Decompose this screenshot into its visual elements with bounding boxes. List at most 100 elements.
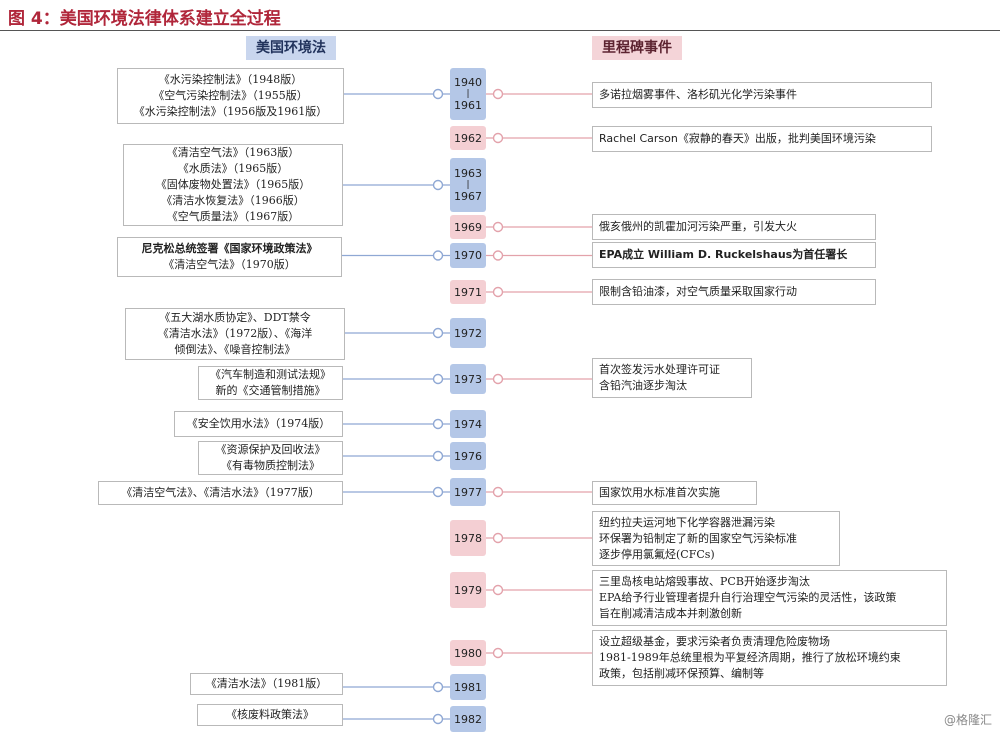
event-box: 限制含铅油漆，对空气质量采取国家行动 bbox=[592, 279, 876, 305]
event-connector-dot bbox=[492, 532, 504, 544]
year-range-separator: | bbox=[466, 89, 470, 99]
event-text-line: 首次签发污水处理许可证 bbox=[599, 363, 720, 376]
year-label-end: 1961 bbox=[454, 99, 482, 112]
timeline-year-1940: 1940|1961 bbox=[450, 68, 486, 120]
law-text-line: 《清洁水恢复法》（1966版） bbox=[161, 194, 305, 207]
event-box: 国家饮用水标准首次实施 bbox=[592, 481, 757, 505]
timeline-year-1981: 1981 bbox=[450, 674, 486, 700]
column-header-milestone-events: 里程碑事件 bbox=[592, 36, 682, 60]
column-header-us-environmental-law: 美国环境法 bbox=[246, 36, 336, 60]
event-text-line: 三里岛核电站熔毁事故、PCB开始逐步淘汰 bbox=[599, 575, 810, 588]
law-box: 《五大湖水质协定》、DDT禁令《清洁水法》（1972版）、《海洋倾倒法》、《噪音… bbox=[125, 308, 345, 360]
law-text-line: 《有毒物质控制法》 bbox=[221, 459, 320, 472]
event-text-line: EPA给予行业管理者提升自行治理空气污染的灵活性，该政策 bbox=[599, 591, 897, 604]
law-text-line: 《水污染控制法》（1948版） bbox=[158, 73, 303, 86]
event-text-line: 1981-1989年总统里根为平复经济周期，推行了放松环境约束 bbox=[599, 651, 901, 664]
year-label: 1980 bbox=[454, 646, 482, 660]
law-box: 《水污染控制法》（1948版）《空气污染控制法》（1955版）《水污染控制法》（… bbox=[117, 68, 344, 124]
event-text-line: 纽约拉夫运河地下化学容器泄漏污染 bbox=[599, 515, 775, 529]
event-box: EPA成立 William D. Ruckelshaus为首任署长 bbox=[592, 242, 876, 268]
event-text-line: 限制含铅油漆，对空气质量采取国家行动 bbox=[599, 285, 797, 298]
law-connector-dot bbox=[432, 681, 444, 693]
law-box: 《核废料政策法》 bbox=[197, 704, 343, 726]
event-text-line: 旨在削减清洁成本并刺激创新 bbox=[599, 607, 742, 620]
year-label: 1971 bbox=[454, 285, 482, 299]
year-label: 1970 bbox=[454, 249, 482, 262]
event-text-line: 俄亥俄州的凯霍加河污染严重，引发大火 bbox=[599, 220, 797, 233]
timeline-year-1972: 1972 bbox=[450, 318, 486, 348]
law-connector-dot bbox=[432, 250, 444, 261]
timeline-year-1969: 1969 bbox=[450, 215, 486, 239]
law-text-line: 《清洁空气法》、《清洁水法》（1977版） bbox=[121, 486, 320, 499]
timeline-year-1979: 1979 bbox=[450, 572, 486, 608]
law-box: 《安全饮用水法》（1974版） bbox=[174, 411, 343, 437]
year-label: 1979 bbox=[454, 583, 482, 597]
law-text-line: 《空气污染控制法》（1955版） bbox=[153, 89, 308, 102]
event-text-line: 国家饮用水标准首次实施 bbox=[599, 486, 720, 499]
year-label: 1940 bbox=[454, 76, 482, 89]
event-connector-dot bbox=[492, 486, 504, 498]
timeline-year-1971: 1971 bbox=[450, 280, 486, 304]
year-label: 1963 bbox=[454, 167, 482, 180]
figure-title: 图 4：美国环境法律体系建立全过程 bbox=[8, 9, 281, 29]
law-box: 《汽车制造和测试法规》新的《交通管制措施》 bbox=[198, 366, 343, 400]
year-label: 1962 bbox=[454, 131, 482, 145]
timeline-year-1976: 1976 bbox=[450, 442, 486, 470]
event-text-line: 含铅汽油逐步淘汰 bbox=[599, 379, 687, 392]
timeline-year-1982: 1982 bbox=[450, 706, 486, 732]
event-box: 首次签发污水处理许可证含铅汽油逐步淘汰 bbox=[592, 358, 752, 398]
law-connector-dot bbox=[432, 713, 444, 725]
law-text-line: 《核废料政策法》 bbox=[226, 708, 314, 721]
timeline-year-1963: 1963|1967 bbox=[450, 158, 486, 212]
law-text-line: 《资源保护及回收法》 bbox=[215, 443, 326, 456]
event-text-line: 多诺拉烟雾事件、洛杉矶光化学污染事件 bbox=[599, 88, 797, 101]
law-text-line: 《固体废物处置法》（1965版） bbox=[155, 178, 311, 191]
year-label: 1978 bbox=[454, 531, 482, 545]
law-text-line: 《水质法》（1965版） bbox=[177, 162, 289, 175]
law-text-line: 尼克松总统签署《国家环境政策法》 bbox=[141, 242, 318, 255]
law-box: 《资源保护及回收法》《有毒物质控制法》 bbox=[198, 441, 343, 475]
law-connector-dot bbox=[432, 327, 444, 339]
year-label: 1972 bbox=[454, 326, 482, 340]
event-text-line: EPA成立 William D. Ruckelshaus为首任署长 bbox=[599, 248, 848, 261]
law-text-line: 《清洁水法》（1981版） bbox=[205, 677, 328, 690]
law-box: 《清洁水法》（1981版） bbox=[190, 673, 343, 695]
event-connector-dot bbox=[492, 373, 504, 385]
year-label: 1977 bbox=[454, 485, 482, 499]
law-text-line: 《清洁空气法》（1970版） bbox=[163, 258, 296, 271]
timeline-year-1973: 1973 bbox=[450, 364, 486, 394]
event-box: Rachel Carson《寂静的春天》出版，批判美国环境污染 bbox=[592, 126, 932, 152]
event-text-line: Rachel Carson《寂静的春天》出版，批判美国环境污染 bbox=[599, 132, 876, 145]
title-divider bbox=[0, 30, 1000, 31]
law-text-line: 新的《交通管制措施》 bbox=[215, 384, 326, 397]
timeline-year-1970: 1970 bbox=[450, 243, 486, 268]
law-text-line: 《汽车制造和测试法规》 bbox=[210, 368, 331, 381]
law-text-line: 《清洁空气法》（1963版） bbox=[166, 146, 300, 159]
law-text-line: 《五大湖水质协定》、DDT禁令 bbox=[159, 311, 311, 324]
year-label: 1973 bbox=[454, 372, 482, 386]
year-label: 1976 bbox=[454, 449, 482, 463]
year-range-separator: | bbox=[466, 180, 470, 190]
timeline-year-1962: 1962 bbox=[450, 126, 486, 150]
timeline-year-1980: 1980 bbox=[450, 640, 486, 666]
event-connector-dot bbox=[492, 286, 504, 298]
event-connector-dot bbox=[492, 250, 504, 261]
law-connector-dot bbox=[432, 418, 444, 430]
year-label: 1981 bbox=[454, 680, 482, 694]
year-label: 1982 bbox=[454, 712, 482, 726]
law-connector-dot bbox=[432, 88, 444, 100]
event-connector-dot bbox=[492, 132, 504, 144]
law-text-line: 《空气质量法》（1967版） bbox=[166, 210, 300, 223]
event-box: 多诺拉烟雾事件、洛杉矶光化学污染事件 bbox=[592, 82, 932, 108]
law-connector-dot bbox=[432, 450, 444, 462]
law-connector-dot bbox=[432, 373, 444, 385]
event-box: 俄亥俄州的凯霍加河污染严重，引发大火 bbox=[592, 214, 876, 240]
event-connector-dot bbox=[492, 221, 504, 233]
watermark: @格隆汇 bbox=[943, 713, 992, 727]
event-text-line: 政策，包括削减环保预算、编制等 bbox=[599, 667, 764, 680]
event-connector-dot bbox=[492, 647, 504, 659]
law-text-line: 《清洁水法》（1972版）、《海洋 bbox=[157, 327, 313, 340]
law-box: 尼克松总统签署《国家环境政策法》《清洁空气法》（1970版） bbox=[117, 237, 342, 277]
